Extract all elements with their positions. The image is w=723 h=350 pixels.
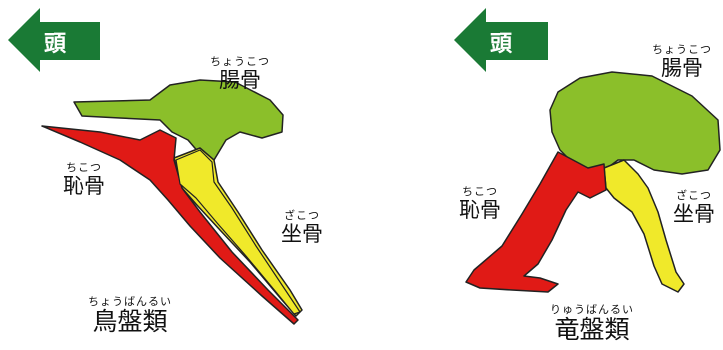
ischium-bone	[603, 159, 685, 293]
ilium-label: ちょうこつ 腸骨	[200, 55, 280, 93]
ilium-label: ちょうこつ 腸骨	[642, 43, 722, 81]
pubis-ruby: ちこつ	[462, 185, 498, 198]
ornithischian-pelvis-diagram: 頭 ちょうこつ 腸骨 ちこつ 恥骨 ざこつ 坐骨 ちょうばんるい 鳥盤類	[0, 0, 361, 350]
ischium-label: ざこつ 坐骨	[666, 189, 722, 227]
pubis-bone	[41, 125, 299, 325]
group-ruby: りゅうばんるい	[550, 303, 634, 316]
ischium-ruby: ざこつ	[676, 189, 712, 202]
saurischian-pelvis-drawing	[454, 8, 721, 293]
ilium-bone	[549, 71, 721, 175]
ilium-ruby: ちょうこつ	[210, 55, 270, 68]
pubis-kanji: 恥骨	[63, 174, 105, 198]
head-direction-arrow	[454, 8, 548, 72]
group-label: りゅうばんるい 竜盤類	[532, 304, 652, 344]
ilium-kanji: 腸骨	[661, 56, 703, 80]
ischium-label: ざこつ 坐骨	[272, 209, 332, 247]
pubis-label: ちこつ 恥骨	[450, 185, 510, 223]
pubis-bone	[465, 151, 607, 293]
pubis-label: ちこつ 恥骨	[54, 161, 114, 199]
pubis-ruby: ちこつ	[66, 161, 102, 174]
pubis-kanji: 恥骨	[459, 198, 501, 222]
head-direction-arrow	[8, 8, 100, 72]
group-ruby: ちょうばんるい	[88, 295, 172, 308]
ischium-ruby: ざこつ	[284, 209, 320, 222]
ischium-front	[175, 149, 301, 315]
group-label: ちょうばんるい 鳥盤類	[70, 296, 190, 336]
head-label: 頭	[490, 32, 513, 57]
ilium-kanji: 腸骨	[219, 68, 261, 92]
ilium-ruby: ちょうこつ	[652, 43, 712, 56]
ischium-kanji: 坐骨	[673, 202, 715, 226]
group-kanji: 鳥盤類	[92, 307, 168, 336]
ornithischian-pelvis-drawing	[8, 8, 303, 325]
group-kanji: 竜盤類	[554, 315, 630, 344]
head-label: 頭	[44, 32, 67, 57]
ilium-bone	[73, 79, 284, 161]
ischium-kanji: 坐骨	[281, 222, 323, 246]
saurischian-pelvis-diagram: 頭 ちょうこつ 腸骨 ちこつ 恥骨 ざこつ 坐骨 りゅうばんるい 竜盤類	[362, 0, 723, 350]
